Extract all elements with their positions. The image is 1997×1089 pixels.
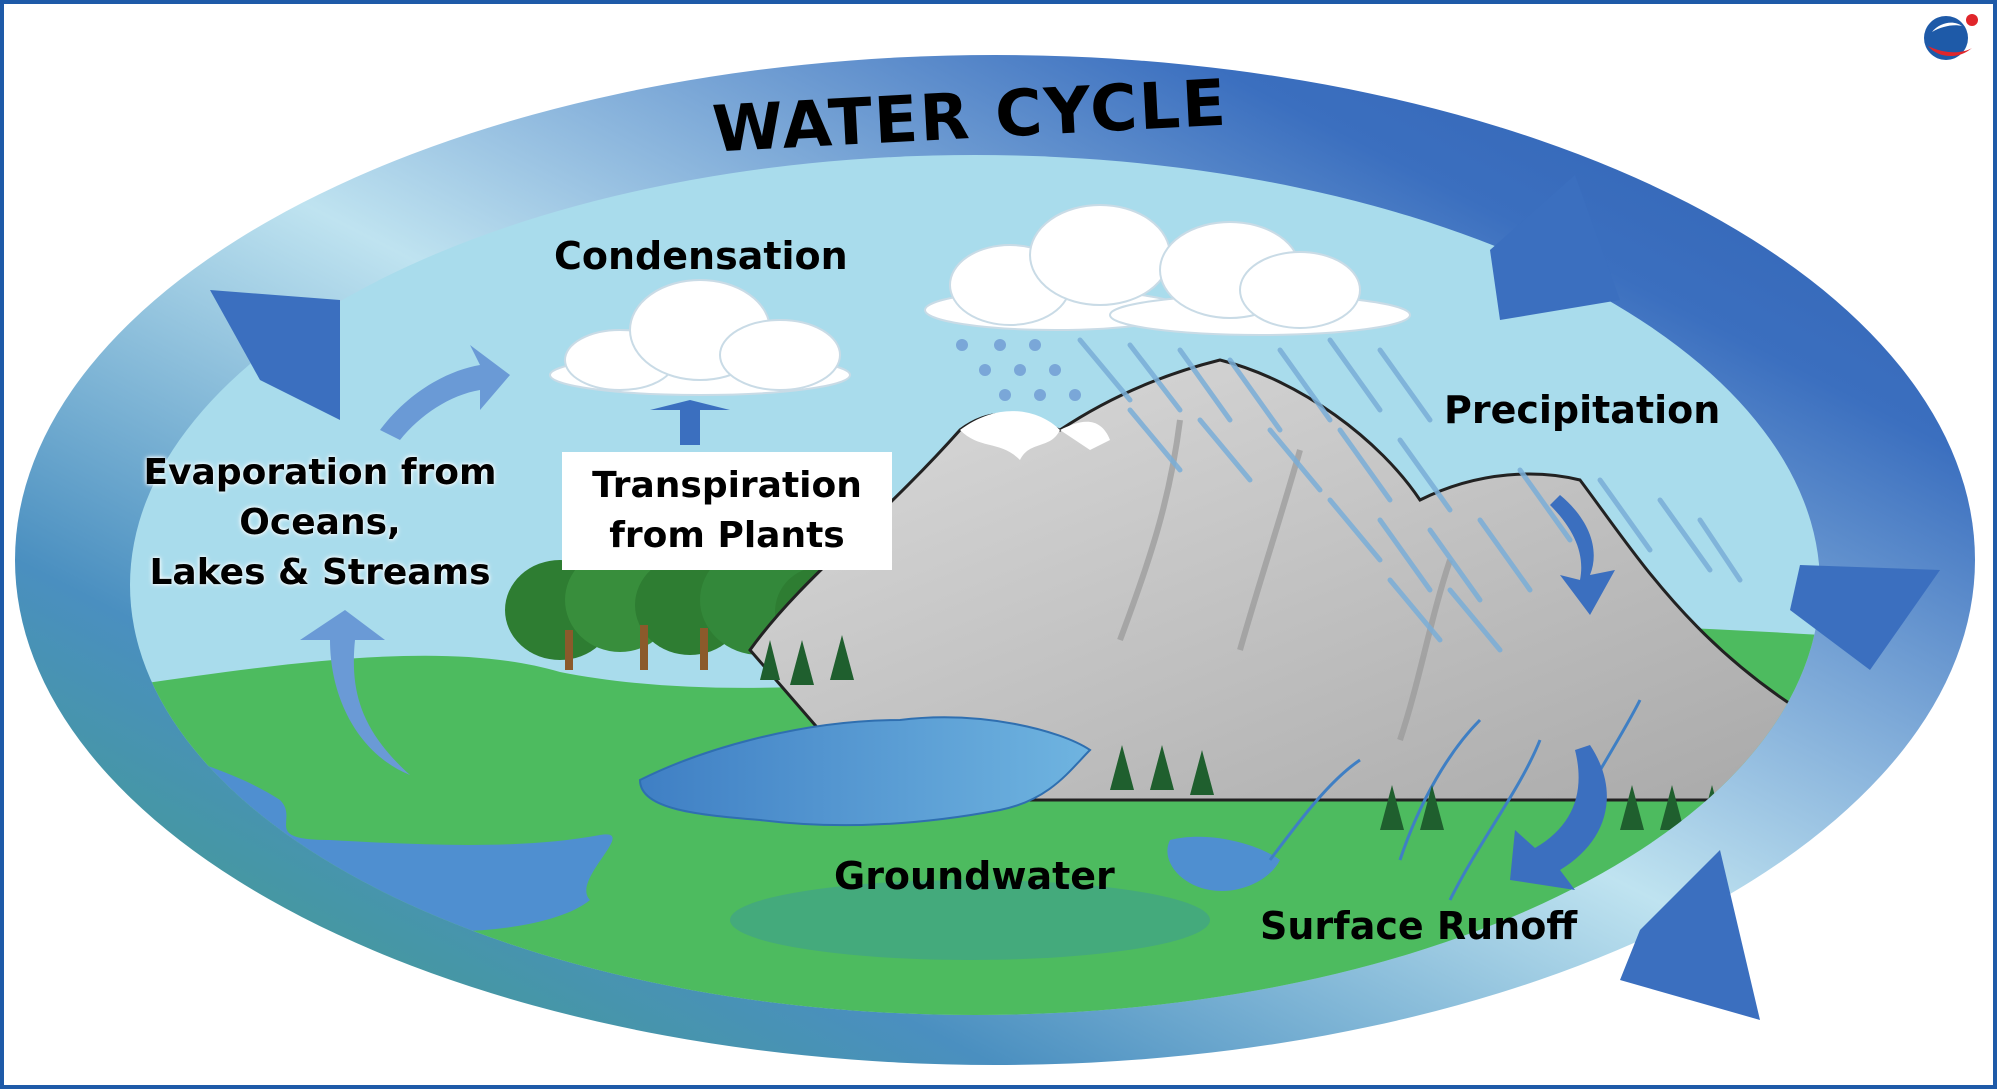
arrow-icon [210, 175, 1940, 1020]
mountain-range [748, 358, 1820, 802]
evaporation-line-1: Evaporation from [143, 452, 497, 493]
transpiration-line-2: from Plants [609, 515, 845, 556]
precipitation-label: Precipitation [1444, 388, 1721, 432]
rain-icon [1077, 337, 1743, 653]
evaporation-line-2: Oceans, [239, 502, 401, 543]
snowflake-icon [956, 339, 1081, 401]
cloud-icon [924, 204, 1411, 336]
pond [1167, 836, 1280, 891]
groundwater-area [730, 880, 1210, 960]
surface-runoff-label: Surface Runoff [1260, 904, 1578, 948]
snow-cap [960, 411, 1060, 460]
lake [638, 716, 1092, 827]
transpiration-label: Transpiration from Plants [562, 452, 892, 570]
evaporation-line-3: Lakes & Streams [149, 552, 491, 593]
logo-icon [1924, 14, 1978, 60]
arrow-icon [300, 345, 1615, 890]
groundwater-label: Groundwater [834, 854, 1115, 898]
condensation-label: Condensation [554, 234, 848, 278]
evaporation-label: Evaporation from Oceans, Lakes & Streams [120, 448, 520, 598]
cloud-icon [549, 279, 851, 396]
transpiration-line-1: Transpiration [592, 465, 862, 506]
